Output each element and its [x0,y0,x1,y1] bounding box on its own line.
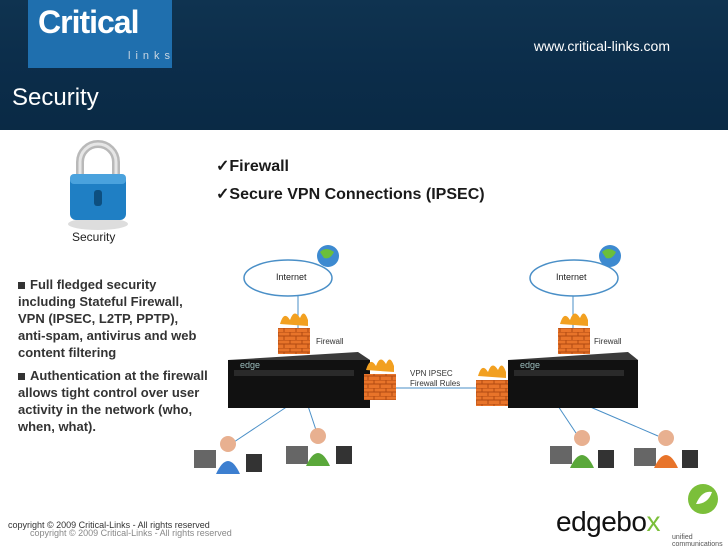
copyright-shadow-text: copyright © 2009 Critical-Links - All ri… [30,528,232,538]
header-banner: Critical links www.critical-links.com Se… [0,0,728,130]
vpn-label-line1: VPN IPSEC [410,369,453,378]
firewall-icon [364,359,396,400]
server-device-icon: edge [508,352,638,408]
padlock-icon [58,136,138,232]
bullet-square-icon [18,373,25,381]
server-device-icon: edge [228,352,370,408]
vpn-label-line2: Firewall Rules [410,379,460,388]
user-workstation-icon [550,430,614,468]
user-workstation-icon [634,430,698,468]
logo-subtext: links [128,50,176,62]
logo-text: Critical [38,4,139,40]
brand-tagline: unified communications [672,534,723,548]
lock-caption: Security [72,230,116,244]
feature-firewall: ✓Firewall [216,158,289,175]
user-workstation-icon [286,428,352,466]
svg-text:edge: edge [520,360,540,370]
copyright-text: copyright © 2009 Critical-Links - All ri… [8,520,210,530]
cloud-icon [529,245,621,297]
firewall-icon [278,313,310,354]
bullet-square-icon [18,282,25,290]
page-title: Security [12,84,99,111]
feature-list: ✓Firewall ✓Secure VPN Connections (IPSEC… [216,153,485,209]
svg-text:edge: edge [240,360,260,370]
cloud-icon [243,245,339,297]
firewall-icon [476,365,508,406]
firewall-label-right: Firewall [594,337,622,346]
feature-vpn: ✓Secure VPN Connections (IPSEC) [216,186,485,203]
detail-item: Authentication at the firewall allows ti… [18,368,208,434]
website-url[interactable]: www.critical-links.com [533,38,670,54]
leaf-logo-icon [686,482,720,516]
internet-label-right: Internet [556,272,587,282]
details-list: Full fledged security including Stateful… [18,276,208,441]
user-workstation-icon [194,436,262,474]
detail-item: Full fledged security including Stateful… [18,277,197,360]
firewall-label-left: Firewall [316,337,344,346]
firewall-icon [558,313,590,354]
internet-label-left: Internet [276,272,307,282]
edgeboxx-logo: edgebox [556,506,660,537]
logo-box [28,0,172,68]
network-diagram: Internet Internet Firewall Firewall edge… [194,245,698,474]
